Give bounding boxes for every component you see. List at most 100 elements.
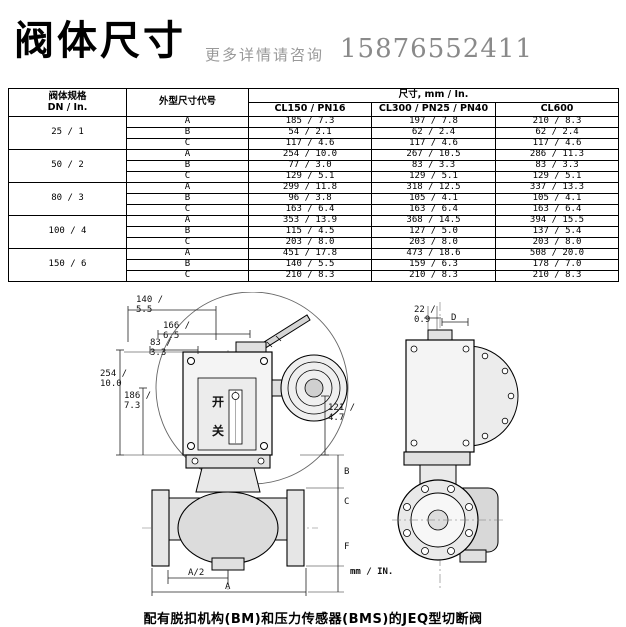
dn-spec-cell: 100 / 4 xyxy=(8,215,127,249)
page-title: 阀体尺寸 xyxy=(14,18,186,64)
dimension-value-cell: 337 / 13.3 xyxy=(495,182,619,194)
size-code-cell: A xyxy=(126,149,249,161)
dimension-value-cell: 159 / 6.3 xyxy=(371,259,496,271)
front-view xyxy=(142,292,349,590)
dn-spec-cell: 80 / 3 xyxy=(8,182,127,216)
dimension-value-cell: 318 / 12.5 xyxy=(371,182,496,194)
dimension-value-cell: 83 / 3.3 xyxy=(495,160,619,172)
dn-spec-cell: 25 / 1 xyxy=(8,116,127,150)
dimension-value-cell: 54 / 2.1 xyxy=(248,127,372,139)
dimension-value-cell: 129 / 5.1 xyxy=(495,171,619,183)
dimension-value-cell: 210 / 8.3 xyxy=(495,270,619,282)
phone-number: 15876552411 xyxy=(340,34,533,64)
header-size-group: 尺寸, mm / In. xyxy=(248,88,619,103)
dn-spec-cell: 50 / 2 xyxy=(8,149,127,183)
valve-drawing-svg xyxy=(116,292,519,596)
size-code-cell: A xyxy=(126,116,249,128)
header-class-cl300: CL300 / PN25 / PN40 xyxy=(371,102,496,117)
dim-label-166: 166 / 6.5 xyxy=(163,321,191,342)
dimension-value-cell: 178 / 7.0 xyxy=(495,259,619,271)
dim-label-a: A xyxy=(225,582,231,592)
front-dimension-lines xyxy=(116,306,344,596)
header-code: 外型尺寸代号 xyxy=(126,88,249,117)
side-dimension-lines xyxy=(424,306,469,330)
dimension-value-cell: 117 / 4.6 xyxy=(495,138,619,150)
dimension-value-cell: 197 / 7.8 xyxy=(371,116,496,128)
dimension-value-cell: 299 / 11.8 xyxy=(248,182,372,194)
dim-label-22: 22 / 0.9 xyxy=(414,305,436,326)
dim-label-f: F xyxy=(344,542,350,552)
side-view xyxy=(392,302,519,588)
dimension-value-cell: 368 / 14.5 xyxy=(371,215,496,227)
dimension-value-cell: 115 / 4.5 xyxy=(248,226,372,238)
size-code-cell: C xyxy=(126,270,249,282)
size-code-cell: C xyxy=(126,171,249,183)
size-code-cell: B xyxy=(126,127,249,139)
dim-label-121: 121 / 4.7 xyxy=(328,403,356,424)
dimension-value-cell: 117 / 4.6 xyxy=(248,138,372,150)
dimension-value-cell: 129 / 5.1 xyxy=(248,171,372,183)
dimension-value-cell: 353 / 13.9 xyxy=(248,215,372,227)
dimension-value-cell: 83 / 3.3 xyxy=(371,160,496,172)
contact-text: 更多详情请咨询 xyxy=(205,46,325,64)
size-code-cell: C xyxy=(126,138,249,150)
dim-label-d: D xyxy=(451,313,457,323)
open-label: 开 xyxy=(212,395,225,409)
dn-spec-cell: 150 / 6 xyxy=(8,248,127,282)
dimension-value-cell: 105 / 4.1 xyxy=(371,193,496,205)
dimension-value-cell: 77 / 3.0 xyxy=(248,160,372,172)
dimension-value-cell: 105 / 4.1 xyxy=(495,193,619,205)
dim-label-83: 83 / 3.3 xyxy=(150,338,172,359)
dimension-value-cell: 210 / 8.3 xyxy=(495,116,619,128)
dimension-value-cell: 394 / 15.5 xyxy=(495,215,619,227)
dimension-value-cell: 163 / 6.4 xyxy=(248,204,372,216)
dimension-value-cell: 62 / 2.4 xyxy=(371,127,496,139)
dim-label-140: 140 / 5.5 xyxy=(136,295,164,316)
dimension-value-cell: 203 / 8.0 xyxy=(371,237,496,249)
dimension-value-cell: 203 / 8.0 xyxy=(495,237,619,249)
size-code-cell: C xyxy=(126,237,249,249)
technical-drawing: 140 / 5.5 166 / 6.5 83 / 3.3 254 / 10.0 … xyxy=(0,292,626,614)
size-code-cell: B xyxy=(126,160,249,172)
dim-label-254: 254 / 10.0 xyxy=(100,369,128,390)
size-code-cell: B xyxy=(126,193,249,205)
unit-note: mm / IN. xyxy=(350,567,394,577)
dimension-value-cell: 286 / 11.3 xyxy=(495,149,619,161)
dimension-value-cell: 129 / 5.1 xyxy=(371,171,496,183)
dimension-value-cell: 127 / 5.0 xyxy=(371,226,496,238)
header-class-cl600: CL600 xyxy=(495,102,619,117)
dimension-value-cell: 508 / 20.0 xyxy=(495,248,619,260)
size-code-cell: B xyxy=(126,259,249,271)
close-label: 关 xyxy=(212,424,225,438)
dimension-value-cell: 210 / 8.3 xyxy=(371,270,496,282)
size-code-cell: A xyxy=(126,215,249,227)
dimension-value-cell: 473 / 18.6 xyxy=(371,248,496,260)
dimension-value-cell: 137 / 5.4 xyxy=(495,226,619,238)
dimension-value-cell: 185 / 7.3 xyxy=(248,116,372,128)
dim-label-a2: A/2 xyxy=(188,568,205,578)
dimension-value-cell: 210 / 8.3 xyxy=(248,270,372,282)
size-code-cell: C xyxy=(126,204,249,216)
header-spec: 阀体规格 DN / In. xyxy=(8,88,127,117)
dim-label-c: C xyxy=(344,497,350,507)
dimension-value-cell: 163 / 6.4 xyxy=(495,204,619,216)
dimension-value-cell: 117 / 4.6 xyxy=(371,138,496,150)
size-code-cell: A xyxy=(126,182,249,194)
table-header-row: CL150 / PN16 CL300 / PN25 / PN40 CL600 xyxy=(9,102,619,117)
size-code-cell: B xyxy=(126,226,249,238)
dimension-value-cell: 62 / 2.4 xyxy=(495,127,619,139)
dimension-value-cell: 267 / 10.5 xyxy=(371,149,496,161)
size-code-cell: A xyxy=(126,248,249,260)
dimension-value-cell: 140 / 5.5 xyxy=(248,259,372,271)
drawing-caption: 配有脱扣机构(BM)和压力传感器(BMS)的JEQ型切断阀 xyxy=(143,612,483,627)
